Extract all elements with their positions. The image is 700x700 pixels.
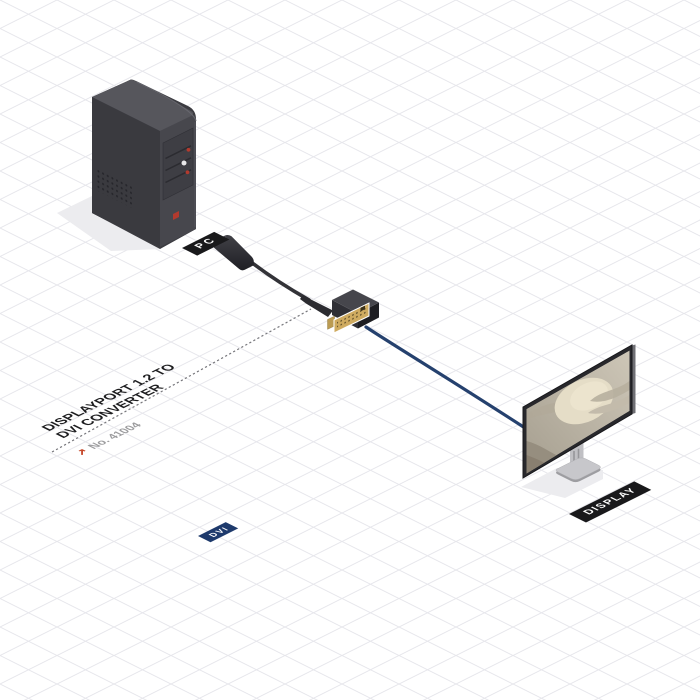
pc-tower-icon <box>92 79 197 249</box>
bay-led-icon <box>185 170 190 175</box>
dvi-flat-pin-slot <box>360 305 365 312</box>
dp-dvi-adapter-icon <box>300 289 379 334</box>
power-button-icon <box>181 160 187 166</box>
bay-led-icon <box>186 147 191 152</box>
tower-side-face <box>92 97 160 247</box>
drive-bays <box>162 127 194 201</box>
monitor-edge <box>632 344 636 414</box>
tower-emblem-icon <box>173 211 179 220</box>
tower-top-face <box>92 79 194 131</box>
dvi-cable <box>364 325 526 429</box>
monitor-stand <box>555 440 601 483</box>
dvi-pin-grid <box>337 306 366 328</box>
adapter-boot <box>300 295 333 317</box>
tower-shadow <box>57 196 161 251</box>
annotation-dotted-line <box>51 308 312 453</box>
tower-edge-highlight <box>136 81 197 122</box>
vent-grid <box>97 168 134 209</box>
